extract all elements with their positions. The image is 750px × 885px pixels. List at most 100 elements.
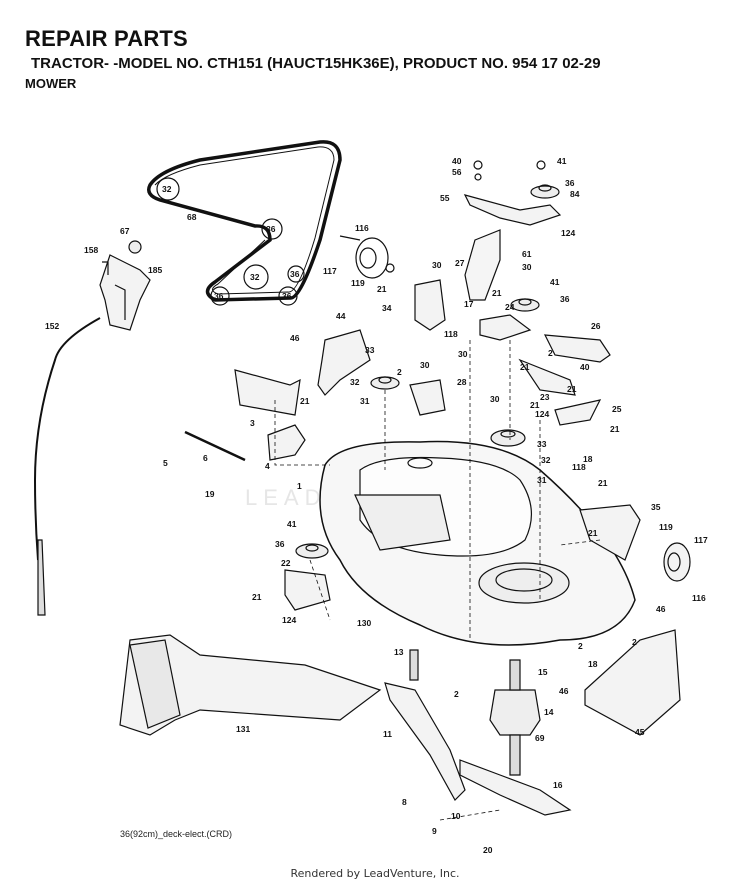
pulley-32-belt xyxy=(156,177,180,201)
callout-21: 21 xyxy=(567,384,577,394)
callout-131: 131 xyxy=(236,724,250,734)
callout-2: 2 xyxy=(632,637,637,647)
callout-118: 118 xyxy=(572,462,586,472)
mower-deck-housing xyxy=(319,440,636,646)
callout-8: 8 xyxy=(402,797,407,807)
belt-label-36: 36 xyxy=(266,224,276,234)
callout-9: 9 xyxy=(432,826,437,836)
callout-40: 40 xyxy=(452,156,462,166)
belt-label-36: 36 xyxy=(282,291,292,301)
belt-label-36: 36 xyxy=(214,291,224,301)
belt-label-36: 36 xyxy=(290,269,300,279)
callout-24: 24 xyxy=(505,302,515,312)
callout-56: 56 xyxy=(452,167,462,177)
callout-130: 130 xyxy=(357,618,371,628)
gauge-wheel-upper xyxy=(339,235,395,279)
blade-left xyxy=(384,682,466,801)
callout-30: 30 xyxy=(490,394,500,404)
diagram-code: 36(92cm)_deck-elect.(CRD) xyxy=(120,829,233,839)
callout-35: 35 xyxy=(651,502,661,512)
callout-21: 21 xyxy=(598,478,608,488)
callout-21: 21 xyxy=(530,400,540,410)
section-title: MOWER xyxy=(25,76,77,91)
callout-124: 124 xyxy=(561,228,575,238)
callout-3: 3 xyxy=(250,418,255,428)
callout-124: 124 xyxy=(282,615,296,625)
callout-67: 67 xyxy=(120,226,130,236)
callout-25: 25 xyxy=(612,404,622,414)
callout-17: 17 xyxy=(464,299,474,309)
callout-14: 14 xyxy=(544,707,554,717)
callout-34: 34 xyxy=(382,303,392,313)
callout-21: 21 xyxy=(520,362,530,372)
callout-21: 21 xyxy=(377,284,387,294)
callout-21: 21 xyxy=(492,288,502,298)
callout-23: 23 xyxy=(540,392,550,402)
idler-bracket xyxy=(463,194,562,226)
callout-31: 31 xyxy=(537,475,547,485)
callout-26: 26 xyxy=(591,321,601,331)
callout-41: 41 xyxy=(550,277,560,287)
callout-33: 33 xyxy=(537,439,547,449)
pulley-36-belt xyxy=(261,218,283,240)
callout-18: 18 xyxy=(588,659,598,669)
callout-116: 116 xyxy=(355,223,369,233)
pulley-32-belt xyxy=(243,264,269,290)
callout-21: 21 xyxy=(588,528,598,538)
callout-124: 124 xyxy=(535,409,549,419)
page-title: REPAIR PARTS xyxy=(25,26,188,51)
callout-20: 20 xyxy=(483,845,493,855)
callout-11: 11 xyxy=(383,729,392,739)
callout-36: 36 xyxy=(275,539,285,549)
callout-21: 21 xyxy=(252,592,262,602)
belt-label-32: 32 xyxy=(250,272,260,282)
callout-15: 15 xyxy=(538,667,548,677)
callout-5: 5 xyxy=(163,458,168,468)
callout-119: 119 xyxy=(351,278,365,288)
callout-2: 2 xyxy=(578,641,583,651)
callout-69: 69 xyxy=(535,733,545,743)
callout-152: 152 xyxy=(45,321,59,331)
callout-2: 2 xyxy=(454,689,459,699)
callout-68: 68 xyxy=(187,212,197,222)
callout-117: 117 xyxy=(323,266,337,276)
callout-118: 118 xyxy=(444,329,458,339)
callout-2: 2 xyxy=(397,367,402,377)
callout-41: 41 xyxy=(287,519,297,529)
callout-18: 18 xyxy=(583,454,593,464)
discharge-chute xyxy=(119,634,382,736)
callout-117: 117 xyxy=(694,535,708,545)
callout-41: 41 xyxy=(557,156,567,166)
callout-22: 22 xyxy=(281,558,291,568)
footer-credit: Rendered by LeadVenture, Inc. xyxy=(290,867,460,880)
callout-33: 33 xyxy=(365,345,375,355)
callout-30: 30 xyxy=(420,360,430,370)
callout-119: 119 xyxy=(659,522,673,532)
lift-handle-assembly xyxy=(99,240,151,331)
callout-30: 30 xyxy=(522,262,532,272)
callout-46: 46 xyxy=(559,686,569,696)
callout-10: 10 xyxy=(451,811,461,821)
callout-84: 84 xyxy=(570,189,580,199)
callout-32: 32 xyxy=(541,455,551,465)
callout-21: 21 xyxy=(610,424,620,434)
model-subtitle: TRACTOR- -MODEL NO. CTH151 (HAUCT15HK36E… xyxy=(31,55,601,72)
pulley-36-belt xyxy=(210,286,230,306)
pulley-36-belt xyxy=(287,265,305,283)
callout-27: 27 xyxy=(455,258,465,268)
callout-36: 36 xyxy=(565,178,575,188)
callout-1: 1 xyxy=(297,481,302,491)
callout-30: 30 xyxy=(432,260,442,270)
belt-label-32: 32 xyxy=(162,184,172,194)
callout-2: 2 xyxy=(548,348,553,358)
callout-13: 13 xyxy=(394,647,404,657)
engagement-cable xyxy=(33,317,101,561)
callout-116: 116 xyxy=(692,593,706,603)
callout-4: 4 xyxy=(265,461,270,471)
belt-pulley-labels: 32 36 32 36 36 36 xyxy=(162,184,300,301)
callout-40: 40 xyxy=(580,362,590,372)
callout-30: 30 xyxy=(458,349,468,359)
blade-shield xyxy=(584,629,681,736)
